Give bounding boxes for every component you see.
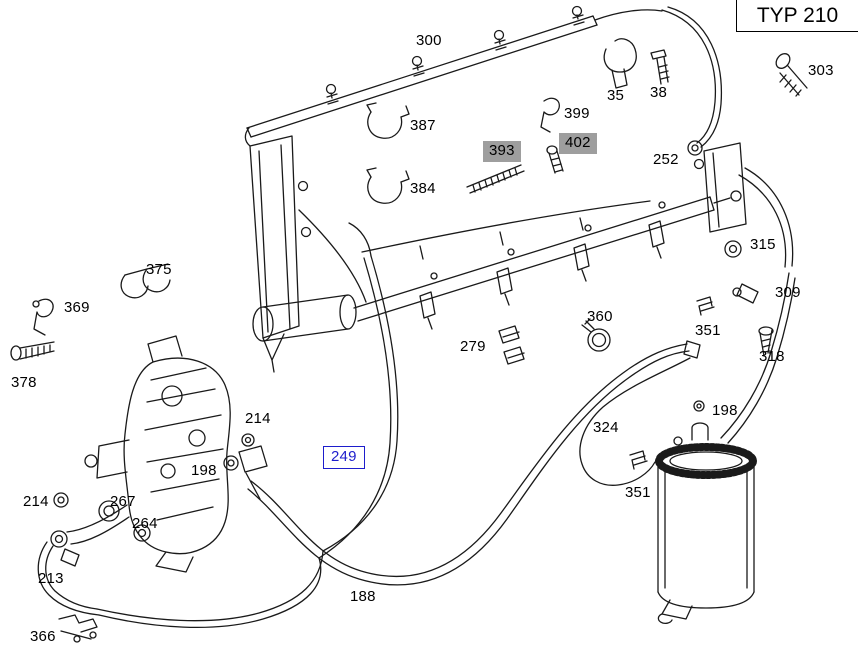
fuel-pump [37, 335, 268, 616]
part-label-315: 315 [750, 236, 776, 253]
part-label-375: 375 [146, 261, 172, 278]
part-label-366: 366 [30, 628, 56, 645]
part-label-387: 387 [410, 117, 436, 134]
part-label-378: 378 [11, 374, 37, 391]
part-label-38: 38 [650, 84, 668, 101]
part-label-360: 360 [587, 308, 613, 325]
part-label-351-upper: 351 [695, 322, 721, 339]
model-type-badge: TYP 210 [736, 0, 858, 32]
part-label-369: 369 [64, 299, 90, 316]
part-label-402: 402 [559, 133, 597, 154]
part-label-318: 318 [759, 348, 785, 365]
fuel-rail-main [252, 190, 742, 342]
hoses [96, 222, 796, 628]
part-label-279: 279 [460, 338, 486, 355]
part-label-214-upper: 214 [245, 410, 271, 427]
part-label-35: 35 [607, 87, 625, 104]
part-label-267: 267 [110, 493, 136, 510]
part-label-324: 324 [593, 419, 619, 436]
part-label-213: 213 [38, 570, 64, 587]
part-label-198-filter: 198 [712, 402, 738, 419]
part-label-300: 300 [416, 32, 442, 49]
small-parts [10, 38, 808, 643]
part-label-214-lower: 214 [23, 493, 49, 510]
part-label-399: 399 [564, 105, 590, 122]
part-label-198-pump: 198 [191, 462, 217, 479]
part-label-393: 393 [483, 141, 521, 162]
model-type-label: TYP 210 [756, 3, 839, 27]
part-label-188: 188 [350, 588, 376, 605]
part-label-252: 252 [653, 151, 679, 168]
part-label-303: 303 [808, 62, 834, 79]
part-label-249: 249 [323, 446, 365, 469]
right-connector-assembly [661, 6, 794, 357]
part-label-351-lower: 351 [625, 484, 651, 501]
pressure-unit [244, 127, 367, 373]
fuel-filter [629, 422, 757, 625]
part-label-384: 384 [410, 180, 436, 197]
part-label-264: 264 [132, 515, 158, 532]
fuel-rail-top [246, 5, 663, 138]
part-label-309: 309 [775, 284, 801, 301]
